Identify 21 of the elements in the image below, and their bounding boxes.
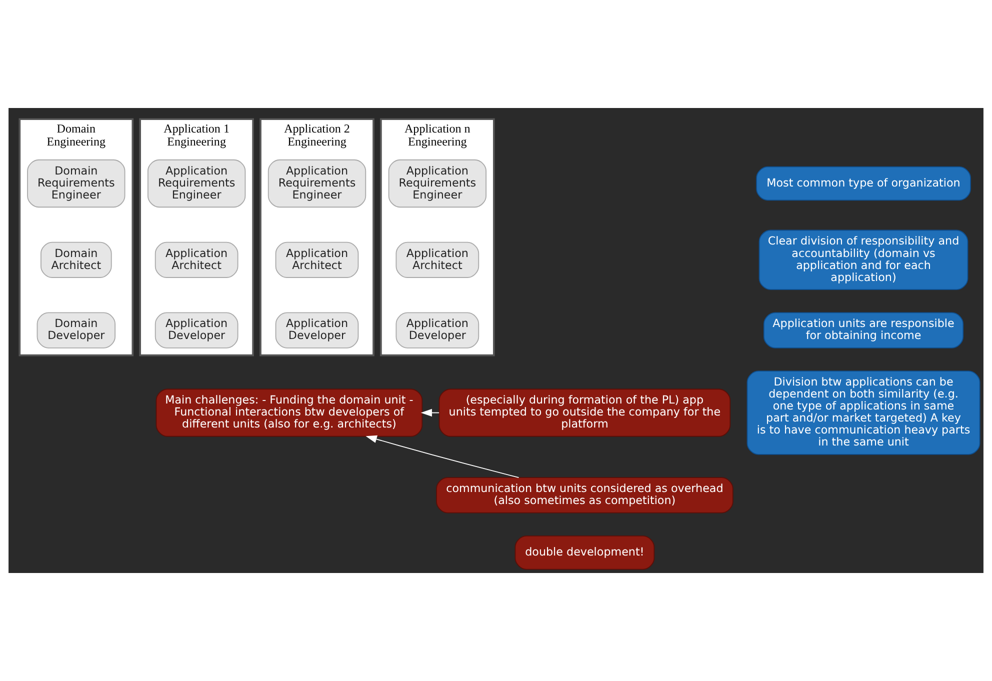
node-box: Application Architect: [275, 242, 359, 278]
node-box: Domain Developer: [36, 312, 116, 348]
node-box: double development!: [514, 535, 655, 570]
node-box: Domain Architect: [40, 242, 112, 278]
node-box: (especially during formation of the PL) app units tempted to go outside the company for the platform: [438, 388, 731, 437]
node-box: communication btw units considered as overhead (also sometimes as competition): [436, 477, 734, 514]
node-box: Domain Requirements Engineer: [27, 159, 126, 208]
node-box: Application Requirements Engineer: [268, 159, 366, 208]
node-box: Application Developer: [396, 312, 480, 348]
node-box: Application Requirements Engineer: [388, 159, 486, 208]
node-box: Clear division of responsibility and accountability (domain vs application and for each application): [758, 230, 968, 290]
node-box: Most common type of organization: [756, 166, 971, 201]
node-box: Application units are responsible for obtaining income: [763, 312, 964, 348]
node-box: Application Architect: [396, 242, 480, 278]
arrow: [366, 435, 520, 478]
node-box: Application Requirements Engineer: [147, 159, 246, 208]
node-box: Application Developer: [154, 312, 238, 348]
node-box: Main challenges: - Funding the domain unit - Functional interactions btw developers of different units (also for e.g. architects): [156, 388, 423, 437]
node-box: Division btw applications can be dependent on both similarity (e.g. one type of applications in same part and/or market targeted) A key is to have communication heavy parts in the same unit: [746, 370, 980, 455]
node-box: Application Developer: [275, 312, 359, 348]
node-box: Application Architect: [154, 242, 238, 278]
